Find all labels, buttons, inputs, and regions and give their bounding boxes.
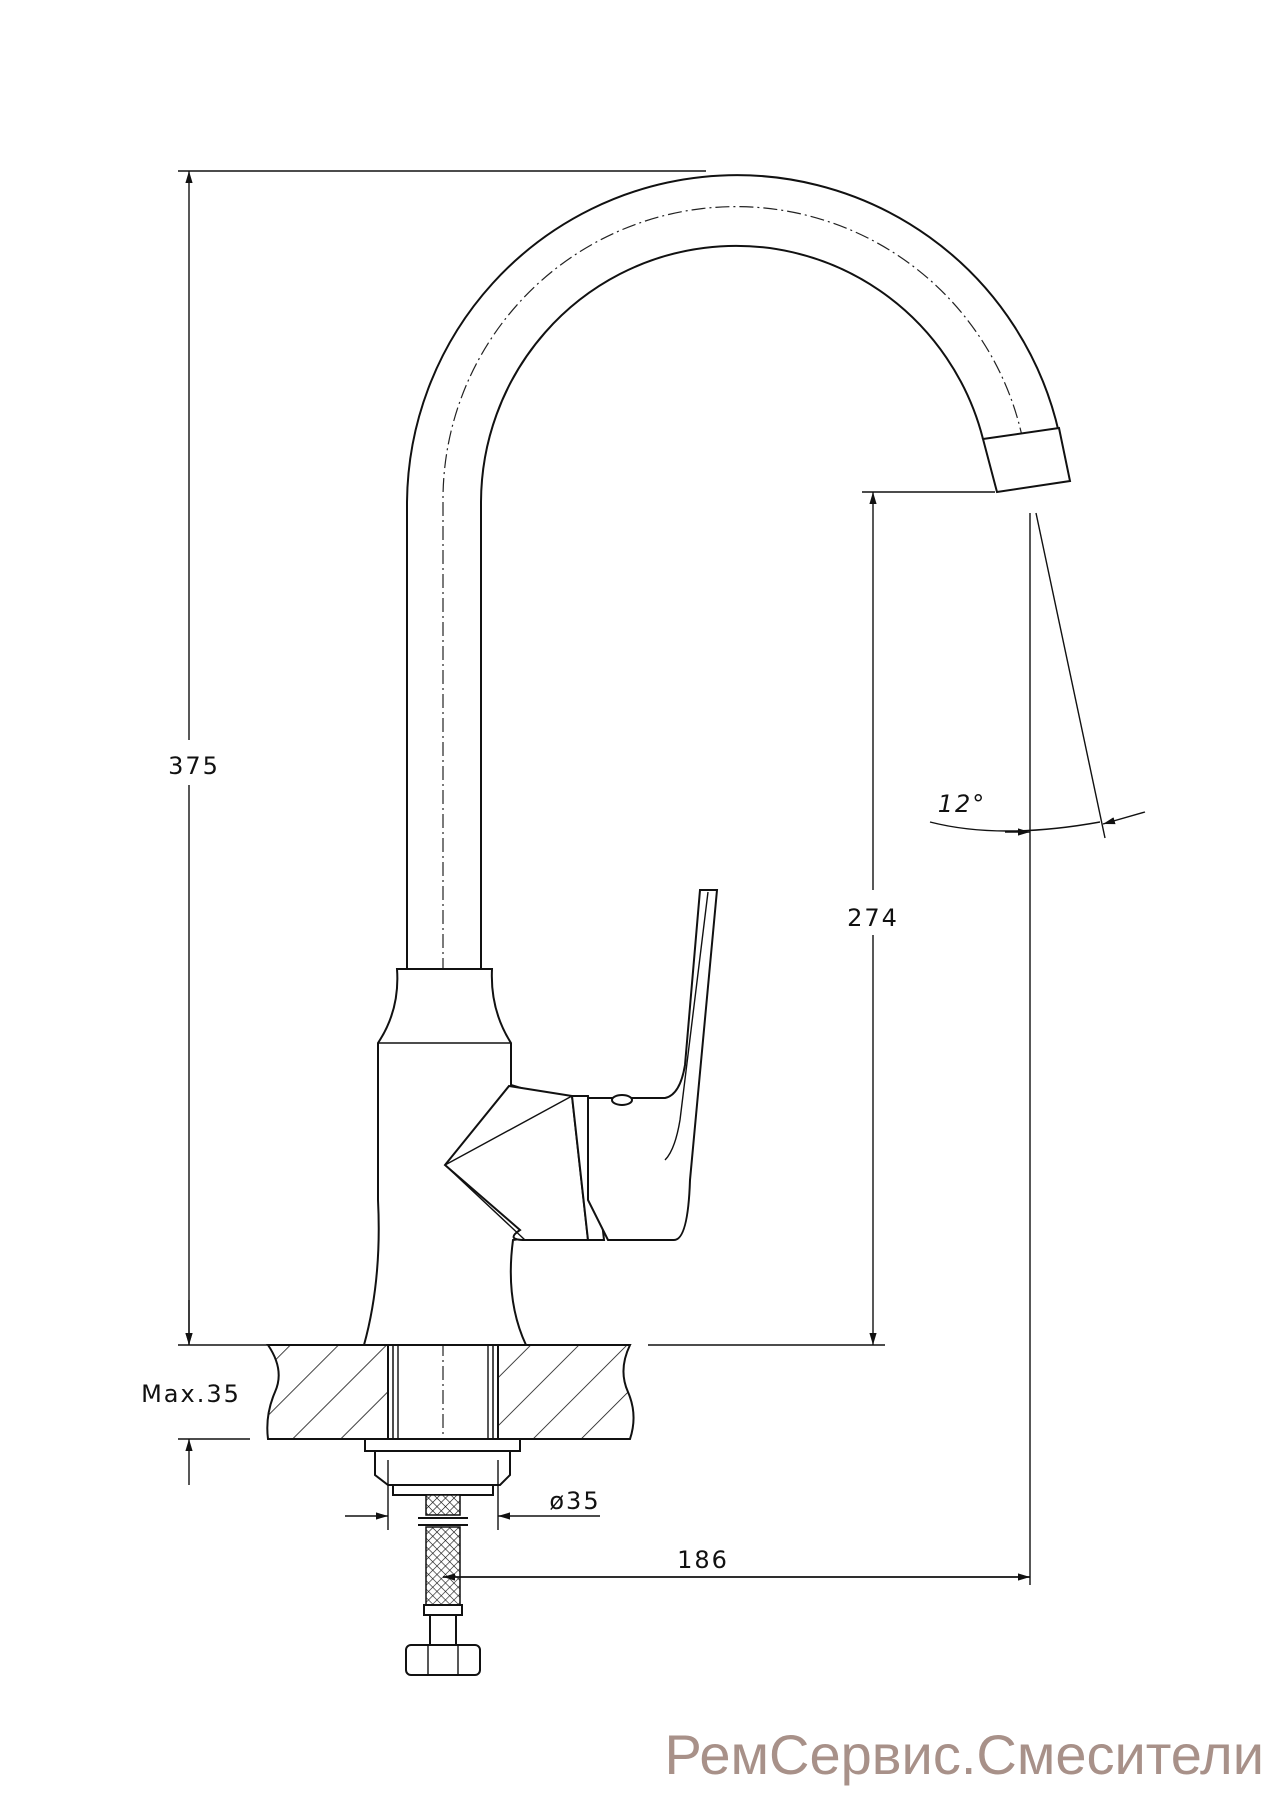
mounting-hardware <box>364 1438 521 1676</box>
aerator-nozzle <box>981 426 1072 494</box>
dimension-angle: 12° <box>929 512 1146 1585</box>
braided-hose <box>425 1494 461 1516</box>
dimension-label-max35: Max.35 <box>141 1380 241 1408</box>
dimension-label-186: 186 <box>677 1546 729 1574</box>
dimension-total-height: 375 <box>168 170 706 1346</box>
countertop-section <box>266 1344 635 1440</box>
dimension-label-274: 274 <box>847 904 899 932</box>
handle-screw <box>611 1094 633 1106</box>
dimension-label-375: 375 <box>168 752 220 780</box>
dimension-spout-height: 274 <box>648 491 995 1346</box>
dimension-hole-diameter: ø35 <box>345 1460 600 1530</box>
dimension-label-angle: 12° <box>938 790 987 818</box>
handle-assembly <box>443 889 719 1241</box>
lever-handle <box>587 889 719 1241</box>
dimension-label-diameter: ø35 <box>549 1487 600 1515</box>
dimension-spout-reach: 186 <box>443 1546 1030 1581</box>
watermark: РемСервис.Смесители <box>664 1723 1264 1786</box>
hose-nut <box>405 1644 481 1676</box>
spout <box>406 174 1072 1500</box>
dimension-counter-thickness: Max.35 <box>141 1300 250 1485</box>
